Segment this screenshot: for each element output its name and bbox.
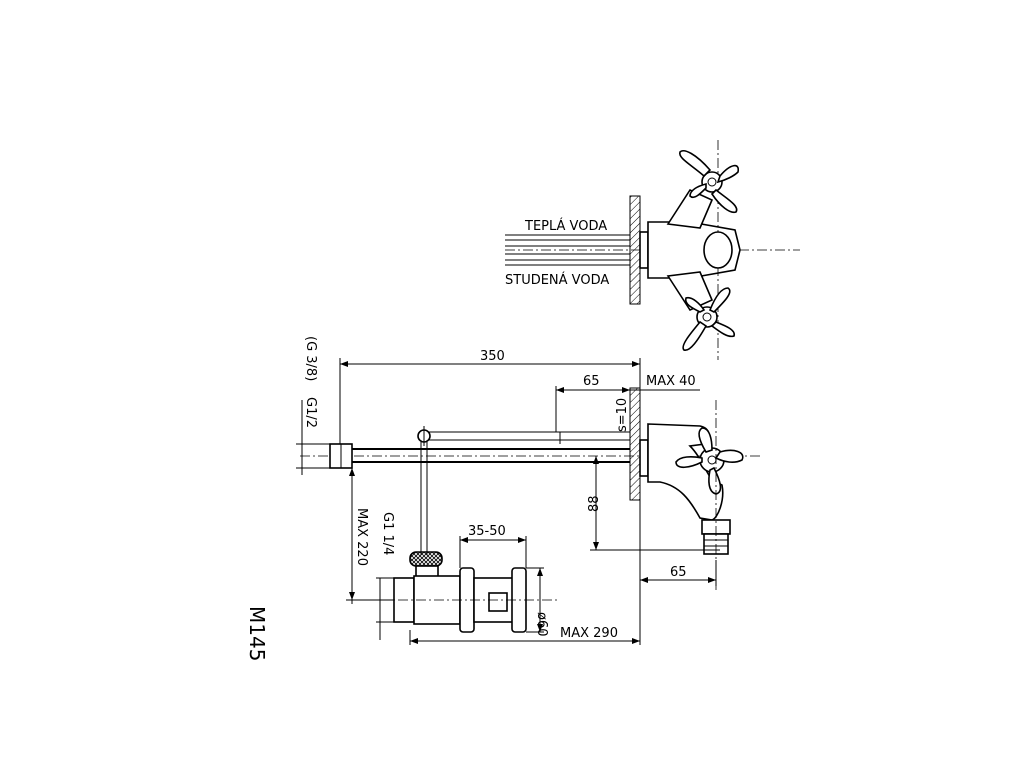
dim-88: 88 — [587, 495, 602, 512]
top-view: TEPLÁ VODA STUDENÁ VODA — [505, 140, 800, 360]
label-hot-water: TEPLÁ VODA — [524, 218, 607, 234]
dim-65-top: 65 — [583, 374, 600, 389]
dim-max220: MAX 220 — [354, 508, 369, 566]
dim-s10: s=10 — [615, 398, 630, 432]
dim-350: 350 — [480, 349, 505, 364]
dim-65-bottom: 65 — [670, 565, 687, 580]
model-number: M145 — [245, 606, 269, 661]
cross-handle-side — [675, 427, 744, 495]
label-cold-water: STUDENÁ VODA — [505, 272, 609, 288]
side-view — [300, 387, 760, 633]
dim-g12: G1/2 — [303, 397, 318, 428]
dim-max40: MAX 40 — [646, 374, 696, 389]
dim-d60: ø60 — [534, 612, 549, 637]
cross-handle-top-lower — [682, 287, 736, 351]
spout-top — [703, 231, 733, 269]
dim-g38: (G 3/8) — [303, 336, 318, 381]
cross-handle-top-upper — [679, 150, 740, 214]
dim-35-50: 35-50 — [468, 524, 506, 539]
dim-max290: MAX 290 — [560, 626, 618, 641]
dimensions: 350 65 MAX 40 s=10 (G 3/8) G1/2 88 MAX 2… — [296, 336, 720, 645]
dim-g114: G1 1/4 — [380, 512, 395, 555]
knurled-knob — [409, 551, 443, 567]
wall-section-side — [629, 387, 641, 501]
